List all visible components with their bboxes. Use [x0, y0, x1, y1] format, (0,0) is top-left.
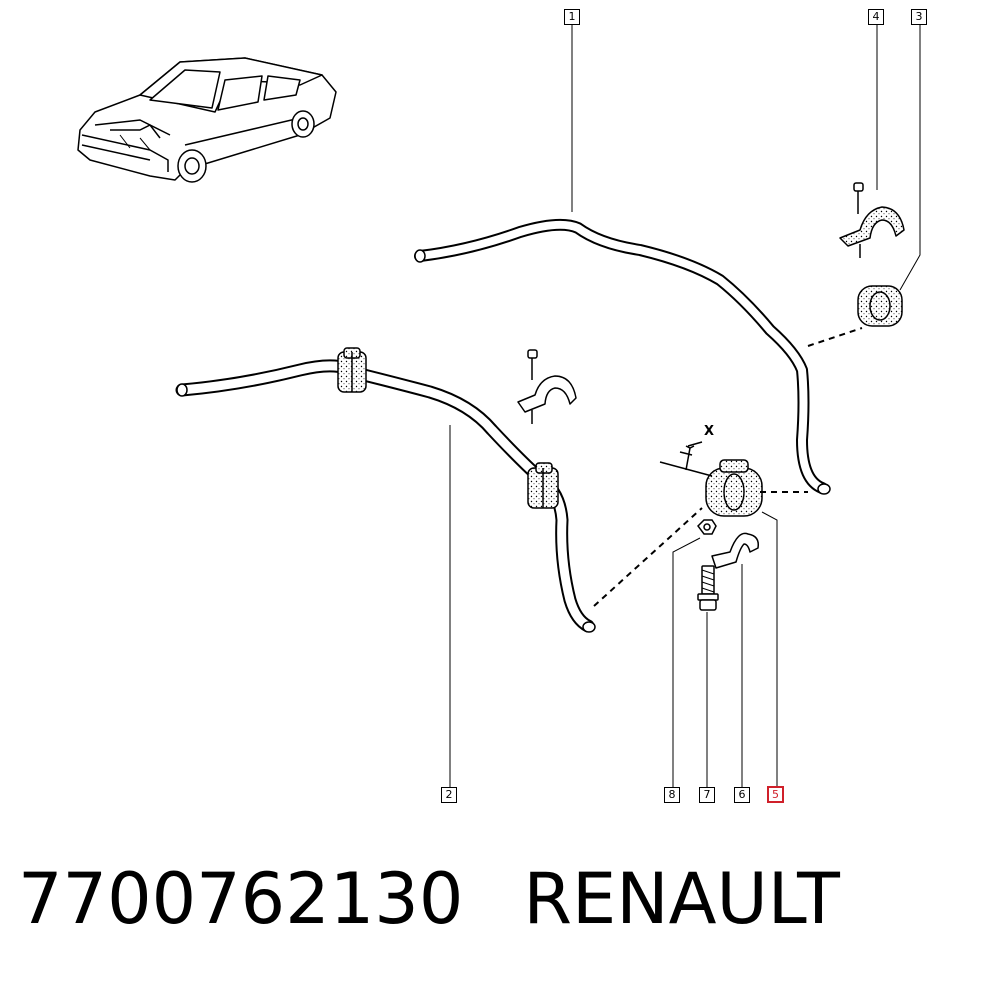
assembly-dashed-lines — [593, 327, 863, 607]
clamp-part-6 — [711, 532, 760, 569]
clamp-bracket-lower — [517, 349, 577, 424]
bolt-part-7 — [697, 565, 719, 611]
callout-3: 3 — [911, 9, 927, 25]
callout-8: 8 — [664, 787, 680, 803]
dimension-x-marker — [659, 441, 713, 477]
callout-7: 7 — [699, 787, 715, 803]
callout-6: 6 — [734, 787, 750, 803]
part-caption: 7700762130 RENAULT — [18, 858, 840, 940]
clamp-bracket-part-4 — [839, 182, 905, 258]
nut-part-8 — [697, 519, 717, 535]
bushing-part-3 — [857, 285, 903, 327]
bushing-part-5 — [705, 459, 763, 517]
callout-4: 4 — [868, 9, 884, 25]
part-number: 7700762130 — [18, 858, 464, 940]
callout-5-highlighted: 5 — [767, 786, 784, 803]
callout-1: 1 — [564, 9, 580, 25]
dimension-x-label: X — [704, 424, 715, 439]
leader-lines — [449, 24, 921, 788]
car-illustration — [77, 57, 337, 183]
brand-name: RENAULT — [523, 858, 840, 940]
callout-2: 2 — [441, 787, 457, 803]
bushing-on-lower-bar-right — [527, 462, 559, 509]
exploded-parts-diagram — [77, 24, 921, 788]
stabilizer-bar-upper — [414, 218, 831, 495]
bushing-on-lower-bar-left — [337, 347, 367, 393]
stabilizer-bar-lower — [175, 359, 596, 633]
